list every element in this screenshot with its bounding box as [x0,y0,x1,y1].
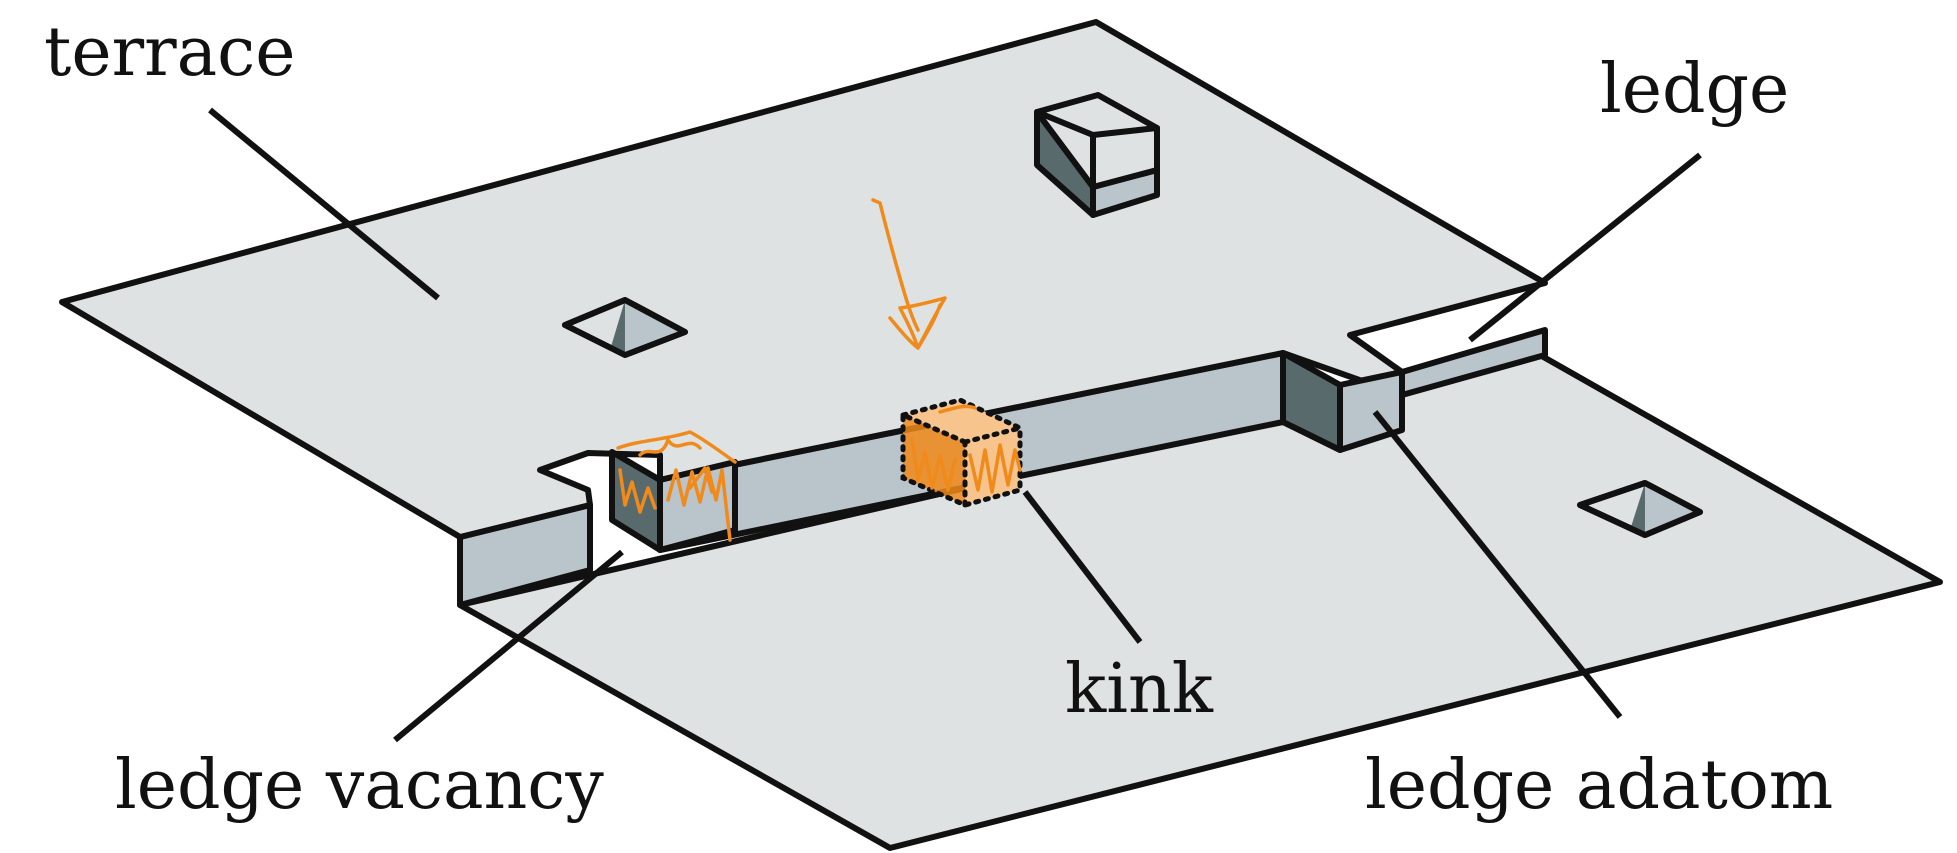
label-kink: kink [1065,650,1214,729]
label-ledge-vacancy: ledge vacancy [115,746,604,825]
terrace-vacancy-upper [562,297,688,358]
ledge-leader [1468,152,1702,343]
label-ledge: ledge [1600,50,1789,129]
ledge-vacancy-leader [393,549,624,743]
pen-scribble-vacancy [616,430,737,542]
label-terrace: terrace [44,13,295,92]
pen-scribble-kink [910,404,1022,494]
terrace-vacancy-lower [1577,480,1703,538]
label-ledge-adatom: ledge adatom [1365,746,1833,825]
pen-arrow-head [888,296,947,350]
terrace-adatom-cube [1034,92,1160,218]
handwritten-annotations [616,198,1022,542]
kink-leader [1022,490,1143,644]
ledge-adatom-leader [1372,410,1623,719]
terrace-leader [208,107,440,301]
pen-arrow [871,198,920,332]
